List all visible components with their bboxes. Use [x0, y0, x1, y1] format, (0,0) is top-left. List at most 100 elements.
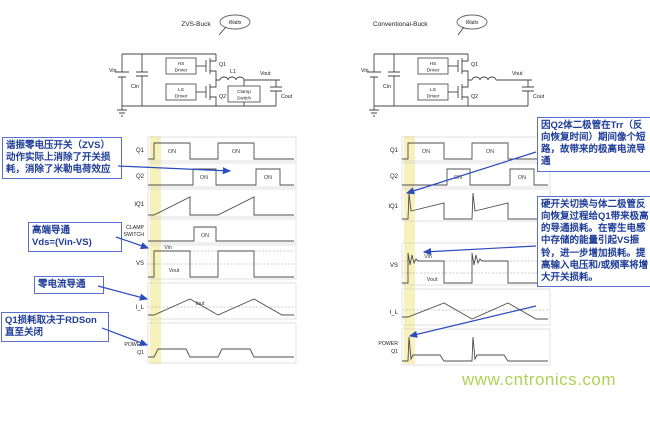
iq1-waveform: [148, 196, 294, 216]
vout-label: Vout: [512, 71, 523, 77]
annotation-zvs: 谐振零电压开关（ZVS）动作实际上消除了开关损耗，消除了米勒电荷效应: [2, 137, 122, 180]
cin-label: Cin: [383, 84, 391, 90]
vout-level-label: Vout: [427, 277, 438, 283]
cin-label: Cin: [131, 84, 139, 90]
on-label: ON: [232, 149, 240, 155]
cout-label: Cout: [281, 94, 293, 100]
row-label: POWER: [378, 341, 398, 347]
watermark: www.cntronics.com: [462, 370, 616, 389]
q2-waveform: [148, 168, 294, 186]
zvs-timing-diagram: Q1 Q2 IQ1 CLAMP SWITCH VS I_L POWER Q1 O…: [124, 136, 297, 364]
watts-logo: Watts: [218, 14, 251, 36]
on-label: ON: [422, 149, 430, 155]
q2-label: Q2: [471, 94, 478, 100]
battery-icon: [115, 54, 129, 106]
vin-level-label: Vin: [164, 245, 172, 251]
ls-driver-label: LS: [178, 87, 184, 93]
turn-on-highlight-band: [150, 136, 161, 364]
annotation-q1-loss: Q1损耗取决于RDSon直至关闭: [1, 312, 109, 343]
circuit-title-right: Conventional-Buck: [373, 21, 428, 28]
q1-label: Q1: [471, 62, 478, 68]
logo-balloon-icon: [219, 14, 251, 30]
iq1-waveform-with-trr-spike: [402, 192, 548, 220]
row-label: CLAMP: [126, 225, 144, 231]
ground-icon: [117, 106, 127, 117]
hs-driver-label: HS: [430, 61, 437, 67]
row-label: I_L: [390, 310, 399, 316]
logo-tail: [218, 26, 227, 36]
ls-driver-label2: Driver: [427, 94, 440, 100]
on-label: ON: [200, 175, 208, 181]
ls-driver-label: LS: [430, 87, 436, 93]
conventional-buck-circuit: Conventional-Buck Watts Vin Cin HS Drive…: [361, 14, 545, 117]
conventional-timing-diagram: Q1 Q2 IQ1 VS I_L POWER Q1 ON ON ON ON Vi…: [378, 136, 551, 366]
row-label: VS: [136, 261, 144, 267]
q1-mosfet-icon: [457, 54, 469, 80]
vin-level-label: Vin: [424, 254, 432, 260]
on-label: ON: [518, 175, 526, 181]
circuit-title-left: ZVS-Buck: [181, 21, 211, 28]
cin-capacitor-icon: [388, 54, 400, 106]
vout-label: Vout: [260, 71, 271, 77]
annotation-high-side: 高端导通 Vds=(Vin-VS): [28, 222, 122, 253]
row-label: VS: [390, 263, 398, 269]
row-label: SWITCH: [124, 232, 145, 238]
row-label: Q1: [390, 148, 399, 154]
row-label: Q1: [391, 349, 398, 355]
turn-on-highlight-band: [404, 136, 415, 364]
il-waveform: [402, 302, 548, 320]
il-waveform: [148, 298, 294, 316]
row-label: IQ1: [388, 204, 398, 210]
vs-waveform: [148, 250, 294, 278]
q2-label: Q2: [219, 94, 226, 100]
ground-icon: [369, 106, 379, 117]
hs-driver-label2: Driver: [175, 68, 188, 74]
clamp-label2: Switch: [237, 96, 251, 102]
on-label: ON: [201, 233, 209, 239]
on-label: ON: [454, 175, 462, 181]
power-q1-waveform: [148, 348, 294, 358]
annotation-trr: 因Q2体二极管在Trr（反向恢复时间）期间像个短路，故带来的极高电流导通: [537, 117, 650, 172]
logo-text: Watts: [229, 20, 242, 26]
annotation-zero-current: 零电流导通: [34, 276, 104, 295]
clamp-switch-waveform: [148, 226, 294, 242]
row-label: I_L: [136, 305, 145, 311]
inductor-icon: [468, 76, 532, 81]
power-q1-waveform-with-spikes: [402, 336, 548, 362]
q1-label: Q1: [219, 62, 226, 68]
cin-capacitor-icon: [136, 54, 148, 106]
on-label: ON: [264, 175, 272, 181]
battery-icon: [367, 54, 381, 106]
row-label: Q1: [136, 148, 145, 154]
cout-label: Cout: [533, 94, 545, 100]
q1-waveform: [148, 142, 294, 160]
l1-label: L1: [230, 69, 236, 75]
iout-level-label: Iout: [196, 301, 205, 307]
logo-text: Watts: [466, 20, 479, 26]
zvs-buck-circuit: ZVS-Buck Watts Vin Cin HS Driver Q1 L1: [109, 14, 293, 117]
vin-label: Vin: [109, 68, 117, 74]
q2-mosfet-icon: [457, 80, 469, 106]
on-label: ON: [168, 149, 176, 155]
watts-logo: Watts: [456, 14, 488, 36]
hs-driver-label: HS: [178, 61, 185, 67]
logo-balloon-icon: [456, 14, 488, 30]
inductor-icon: [216, 76, 280, 81]
row-label: POWER: [124, 342, 144, 348]
row-label: Q1: [137, 350, 144, 356]
cout-capacitor-icon: [522, 80, 534, 106]
hs-driver-label2: Driver: [427, 68, 440, 74]
row-label: IQ1: [134, 202, 144, 208]
vout-level-label: Vout: [169, 268, 180, 274]
logo-tail: [457, 26, 465, 36]
clamp-label: Clamp: [237, 89, 251, 95]
q2-mosfet-icon: [205, 80, 217, 106]
row-label: Q2: [390, 174, 399, 180]
row-label: Q2: [136, 174, 145, 180]
q1-mosfet-icon: [205, 54, 217, 80]
ls-driver-label2: Driver: [175, 94, 188, 100]
cout-capacitor-icon: [270, 80, 282, 106]
annotation-hard-switch: 硬开关切换与体二极管反向恢复过程给Q1带来极高的导通损耗。在寄生电感中存储的能量…: [537, 196, 650, 288]
vin-label: Vin: [361, 68, 369, 74]
